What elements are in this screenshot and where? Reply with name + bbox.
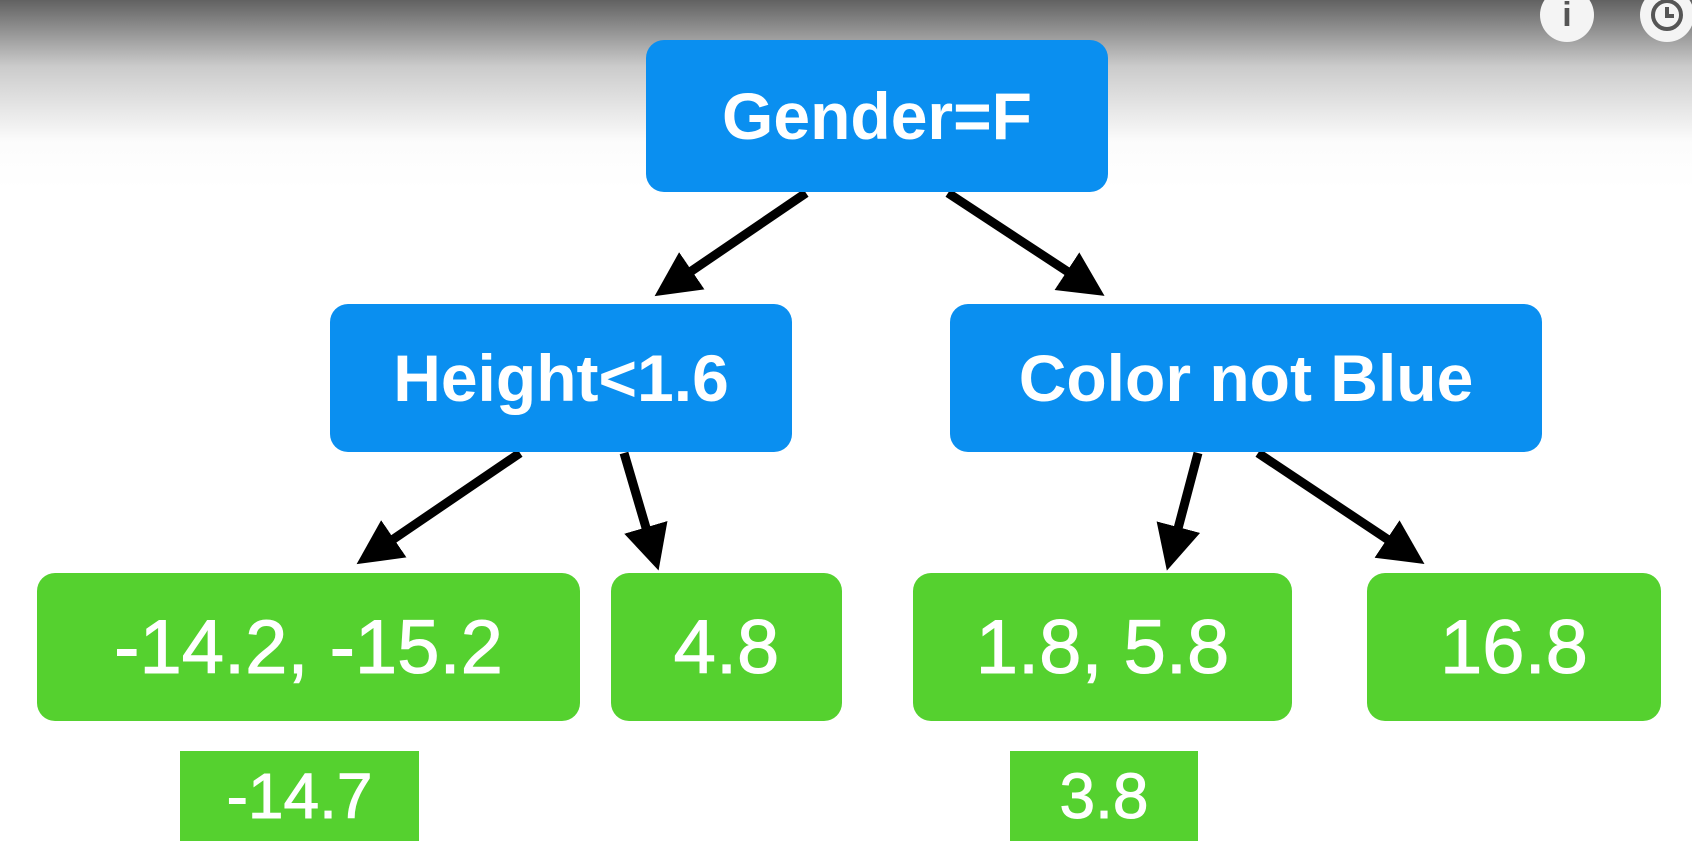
leaf-node-3: 1.8, 5.8	[913, 573, 1292, 721]
edge-right-leaf3	[1156, 451, 1203, 571]
split-node-color: Color not Blue	[950, 304, 1542, 452]
info-icon[interactable]: i	[1540, 0, 1594, 42]
split-node-height: Height<1.6	[330, 304, 792, 452]
clock-icon[interactable]	[1640, 0, 1692, 42]
leaf-average-3: 3.8	[1010, 751, 1198, 841]
leaf-node-4: 16.8	[1367, 573, 1661, 721]
edge-left-leaf2	[619, 451, 668, 571]
edge-root-right	[945, 189, 1105, 296]
leaf-average-1: -14.7	[180, 751, 419, 841]
leaf-node-1: -14.2, -15.2	[37, 573, 580, 721]
leaf-node-2: 4.8	[611, 573, 842, 721]
edge-right-leaf4	[1255, 449, 1425, 564]
clock-icon-glyph	[1651, 0, 1683, 31]
edge-left-leaf1	[356, 449, 523, 565]
root-node-gender: Gender=F	[646, 40, 1108, 192]
edge-root-left	[654, 189, 809, 297]
